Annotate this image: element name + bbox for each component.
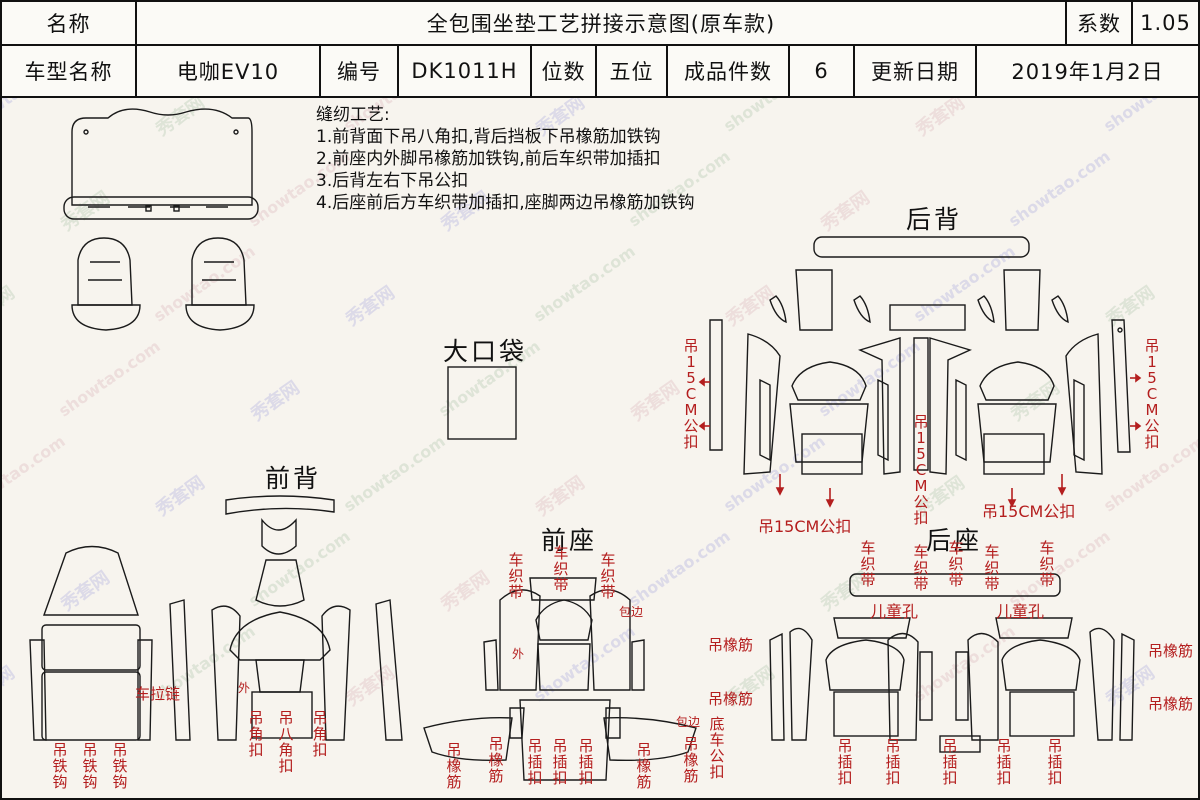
model-label: 车型名称 (24, 60, 113, 84)
outer-label-front-seat: 外 (512, 647, 525, 661)
name-label: 名称 (46, 12, 91, 36)
hang-elastic-label-fs-4: 吊橡筋 (683, 735, 699, 785)
notes-line-3: 3.后背左右下吊公扣 (316, 171, 469, 191)
hang-elastic-label-fs-1: 吊橡筋 (446, 741, 462, 791)
outer-label-front-back: 外 (238, 681, 251, 695)
hang-iron-label-1: 吊铁钩 (52, 741, 68, 791)
code-value: DK1011H (411, 59, 518, 83)
car-strap-label-rs-3: 车织带 (948, 539, 964, 589)
car-strap-label-fs-1: 车织带 (508, 551, 524, 601)
hang-buckle-label-rs-5: 吊插扣 (1047, 737, 1063, 787)
code-label: 编号 (337, 60, 381, 84)
date-value-cell: 2019年1月2日 (975, 44, 1200, 98)
coef-value-cell: 1.05 (1131, 0, 1200, 46)
hang-elastic-label-rs-r2: 吊橡筋 (1148, 695, 1194, 713)
hang-buckle-label-rs-4: 吊插扣 (996, 737, 1012, 787)
hang-buckle-label-fs-2: 吊插扣 (552, 737, 568, 787)
hang-buckle-label-rs-1: 吊插扣 (837, 737, 853, 787)
notes-line-1: 1.前背面下吊八角扣,背后挡板下吊橡筋加铁钩 (316, 127, 661, 147)
model-value-cell: 电咖EV10 (135, 44, 321, 98)
sewing-notes: 缝纫工艺: 1.前背面下吊八角扣,背后挡板下吊橡筋加铁钩 2.前座内外脚吊橡筋加… (316, 104, 695, 214)
red-arrows (698, 373, 1142, 508)
seats-label-cell: 位数 (530, 44, 597, 98)
car-strap-label-rs-2: 车织带 (913, 543, 929, 593)
child-hole-label-right: 儿童孔 (996, 602, 1045, 621)
notes-heading: 缝纫工艺: (316, 105, 390, 125)
hang-corner-label-left: 吊角扣 (248, 709, 264, 759)
car-strap-label-fs-3: 车织带 (600, 551, 616, 601)
code-label-cell: 编号 (319, 44, 399, 98)
hang-elastic-label-rs-l2: 吊橡筋 (708, 690, 754, 708)
notes-line-2: 2.前座内外脚吊橡筋加铁钩,前后车织带加插扣 (316, 149, 661, 169)
big-pocket-piece (447, 366, 517, 440)
rear-back-pieces (709, 236, 1131, 475)
hang-buckle-label-fs-3: 吊插扣 (578, 737, 594, 787)
car-strap-label-rs-1: 车织带 (860, 539, 876, 589)
hang-iron-label-3: 吊铁钩 (112, 741, 128, 791)
seats-label: 位数 (541, 60, 586, 84)
coef-label: 系数 (1077, 12, 1121, 36)
hang-corner-label-right: 吊角扣 (312, 709, 328, 759)
hang-elastic-label-rs-l1: 吊橡筋 (708, 636, 754, 654)
car-strap-label-rs-5: 车织带 (1039, 539, 1055, 589)
hang-elastic-label-rs-r1: 吊橡筋 (1148, 642, 1194, 660)
hang-buckle-label-rs-3: 吊插扣 (942, 737, 958, 787)
hang15-center-label: 吊15CM公扣 (913, 413, 929, 527)
thumbnail-rear-bench (63, 108, 259, 220)
front-back-title: 前背 (265, 464, 322, 493)
count-label: 成品件数 (684, 60, 772, 84)
car-strap-label-fs-2: 车织带 (553, 544, 569, 594)
child-hole-label-left: 儿童孔 (870, 602, 919, 621)
code-value-cell: DK1011H (397, 44, 532, 98)
hang15-bottom-right-label: 吊15CM公扣 (982, 502, 1076, 521)
hang-buckle-label-rs-2: 吊插扣 (885, 737, 901, 787)
hang15-left-label: 吊15CM公扣 (683, 337, 699, 451)
name-label-cell: 名称 (0, 0, 137, 46)
rear-back-title: 后背 (906, 205, 963, 234)
notes-line-4: 4.后座前后方车织带加插扣,座脚两边吊橡筋加铁钩 (316, 193, 695, 213)
front-seat-pieces (423, 577, 697, 781)
front-seat-title: 前座 (541, 526, 598, 555)
hang15-right-label: 吊15CM公扣 (1144, 337, 1160, 451)
hang-iron-label-2: 吊铁钩 (82, 741, 98, 791)
model-label-cell: 车型名称 (0, 44, 137, 98)
car-zipper-label: 车拉链 (135, 685, 181, 703)
big-pocket-title: 大口袋 (443, 337, 528, 366)
thumbnail-front-seats (71, 237, 255, 331)
hang15-bottom-left-label: 吊15CM公扣 (758, 517, 852, 536)
model-value: 电咖EV10 (176, 60, 280, 84)
seats-value: 五位 (609, 60, 654, 84)
seats-value-cell: 五位 (595, 44, 668, 98)
rear-seat-pieces (769, 573, 1135, 753)
hang-elastic-label-fs-3: 吊橡筋 (636, 741, 652, 791)
hang-octagon-label: 吊八角扣 (278, 709, 294, 775)
binding-label-fs: 包边 (619, 605, 644, 619)
rear-seat-title: 后座 (926, 526, 983, 555)
date-label: 更新日期 (871, 60, 959, 84)
hang-elastic-label-fs-2: 吊橡筋 (488, 735, 504, 785)
drawing-frame (0, 96, 1200, 800)
front-back-pieces (29, 495, 403, 741)
binding-label-fs-2: 包边 (676, 715, 701, 729)
count-value: 6 (814, 59, 829, 83)
car-strap-label-rs-4: 车织带 (984, 543, 1000, 593)
coef-value: 1.05 (1140, 11, 1191, 35)
bottom-car-buckle-label: 底车公扣 (709, 715, 725, 781)
date-value: 2019年1月2日 (1011, 60, 1164, 84)
hang-buckle-label-fs-1: 吊插扣 (527, 737, 543, 787)
date-label-cell: 更新日期 (853, 44, 977, 98)
page-title: 全包围坐垫工艺拼接示意图(原车款) (426, 12, 776, 36)
